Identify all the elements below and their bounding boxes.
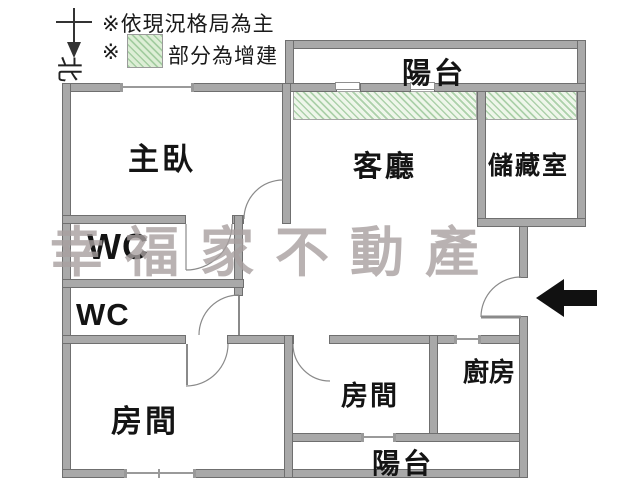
wall-storage-left [477,91,486,227]
legend-note-1: ※依現況格局為主 [102,13,275,36]
wall-master-right [282,83,291,224]
room-label-bedroom-middle: 房間 [341,381,399,411]
legend-hatch-swatch [127,34,163,68]
window-bottom [126,472,195,474]
room-label-kitchen: 廚房 [463,357,516,387]
room-label-wc-lower: WC [76,297,130,332]
wall-balcony-left [285,40,294,84]
opening-kitchen-cap-r [478,335,481,344]
room-label-storage: 儲藏室 [488,152,570,180]
addition-hatch-living [293,91,477,120]
addition-hatch-storage [485,91,577,120]
room-label-wc-upper: WC [87,226,149,267]
room-label-bedroom-left: 房間 [111,404,179,439]
window-balcony-slider-1 [335,82,360,90]
opening-balcony-bottom [363,436,395,438]
opening-kitchen-cap-l [454,335,457,344]
door-arc-bedroom-left [185,343,229,387]
wall-rooms-top-b [227,335,294,344]
wall-balcony2-top-b [394,433,528,442]
wall-master-bottom-a [62,215,186,224]
wall-bedroom-left-right [284,335,293,478]
wall-kitchen-left [429,335,438,442]
wall-bottom-outer-b [194,469,528,478]
wall-balcony-top [285,40,586,49]
window-bottom-cap-r [193,469,196,478]
legend-note-2-marker: ※ [102,41,121,64]
wall-rooms-top-a [62,335,186,344]
opening-balcony-bottom-cap-l [361,433,364,442]
entrance-arrow-icon [536,279,597,317]
door-arc-hallway [198,294,240,336]
wall-right-outer-upper [577,40,586,227]
agency-watermark: 幸福家不動產 [50,223,500,283]
opening-kitchen [456,338,480,340]
wall-wc-divider [62,279,244,288]
wall-right-entry-upper [519,222,528,278]
wall-balcony2-top-a [284,433,364,442]
wall-top-seg-b [192,83,337,92]
window-master-cap-r [191,83,194,92]
room-label-master-bedroom: 主臥 [128,142,196,177]
window-balcony-slider-2 [410,82,435,90]
opening-balcony-bottom-cap-r [393,433,396,442]
wall-storage-bottom [477,218,586,227]
room-label-balcony-top: 陽台 [402,58,467,90]
room-label-balcony-bottom: 陽台 [372,448,435,479]
legend-note-2-text: 部分為增建 [168,45,278,68]
wall-right-entry-lower [519,316,528,478]
window-bottom-cap-l [124,469,127,478]
north-label: 北 [54,55,84,82]
window-master-cap-l [120,83,123,92]
wall-bottom-outer-a [62,469,126,478]
door-arc-bedroom-middle [292,343,331,382]
room-label-living-room: 客廳 [353,151,418,183]
wall-rooms-top-c [329,335,431,344]
window-master-top [122,86,193,88]
window-bottom-cap-m [158,469,160,478]
